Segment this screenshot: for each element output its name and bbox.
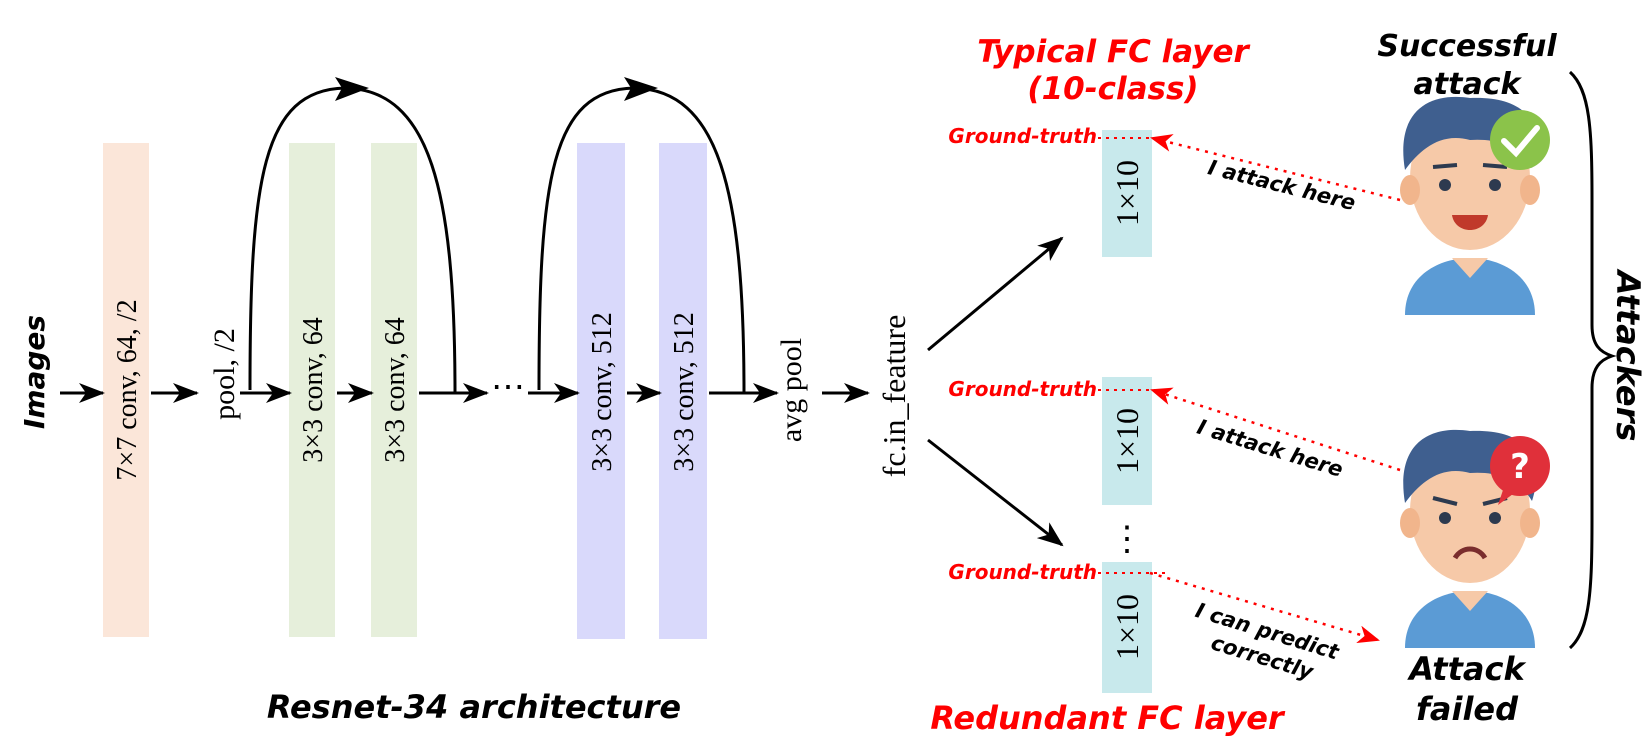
question-icon: ? [1490, 436, 1550, 505]
redundant-fc-dots: ⋮ [1110, 521, 1144, 558]
redundant-ground-truth-bottom: Ground-truth [948, 560, 1097, 584]
skip-connection-2 [537, 86, 746, 394]
conv64-b-label: 3×3 conv, 64 [380, 317, 411, 462]
typical-fc-box [1102, 130, 1152, 257]
redundant-attack-note: I attack here [1194, 415, 1345, 482]
avgpool-label: avg pool [775, 338, 808, 442]
redundant-fc-box-bottom [1102, 562, 1152, 693]
feature-label: fc.in_feature [876, 315, 912, 478]
attackers-brace [1568, 70, 1617, 650]
typical-attack-note: I attack here [1206, 155, 1358, 215]
conv512-a-label: 3×3 conv, 512 [587, 312, 618, 471]
typical-attack-arrow [1150, 134, 1401, 202]
redundant-fc-box-top-label: 1×10 [1109, 408, 1145, 474]
conv512-a-block [577, 143, 625, 639]
ellipsis: ⋯ [491, 369, 525, 406]
arrow-feature-typical [927, 236, 1064, 352]
typical-fc-title-line2: (10-class) [1027, 71, 1198, 107]
conv64-a-label: 3×3 conv, 64 [298, 317, 329, 462]
attackers-label: Attackers [1609, 268, 1647, 442]
typical-fc-box-label: 1×10 [1109, 160, 1145, 226]
conv7-block [103, 143, 149, 637]
conv7-label: 7×7 conv, 64, /2 [112, 299, 143, 480]
skip-arrowhead-1 [335, 77, 369, 101]
conv512-b-label: 3×3 conv, 512 [669, 312, 700, 471]
failed-label-line1: Attack [1406, 650, 1526, 688]
success-label-line2: attack [1414, 67, 1523, 102]
failed-label-line2: failed [1416, 690, 1519, 728]
check-icon [1490, 110, 1550, 170]
svg-text:?: ? [1510, 447, 1530, 487]
skip-connection-1 [248, 86, 457, 394]
typical-ground-truth: Ground-truth [948, 124, 1097, 148]
redundant-ground-truth-top: Ground-truth [948, 377, 1097, 401]
success-label-line1: Successful [1377, 29, 1557, 64]
skip-arrowhead-2 [624, 77, 658, 101]
predict-arrow [1149, 571, 1380, 643]
redundant-fc-box-bottom-label: 1×10 [1109, 594, 1145, 660]
conv64-a-block [289, 143, 335, 637]
redundant-fc-box-top [1102, 377, 1152, 505]
arrow-feature-redundant [927, 438, 1064, 547]
input-label: Images [18, 315, 51, 429]
redundant-attack-arrow [1150, 387, 1401, 472]
conv64-b-block [371, 143, 417, 637]
conv512-b-block [659, 143, 707, 639]
architecture-caption: Resnet-34 architecture [267, 688, 681, 726]
typical-fc-title-line1: Typical FC layer [977, 34, 1250, 70]
pool-label: pool, /2 [208, 328, 241, 420]
redundant-fc-title: Redundant FC layer [930, 699, 1286, 737]
